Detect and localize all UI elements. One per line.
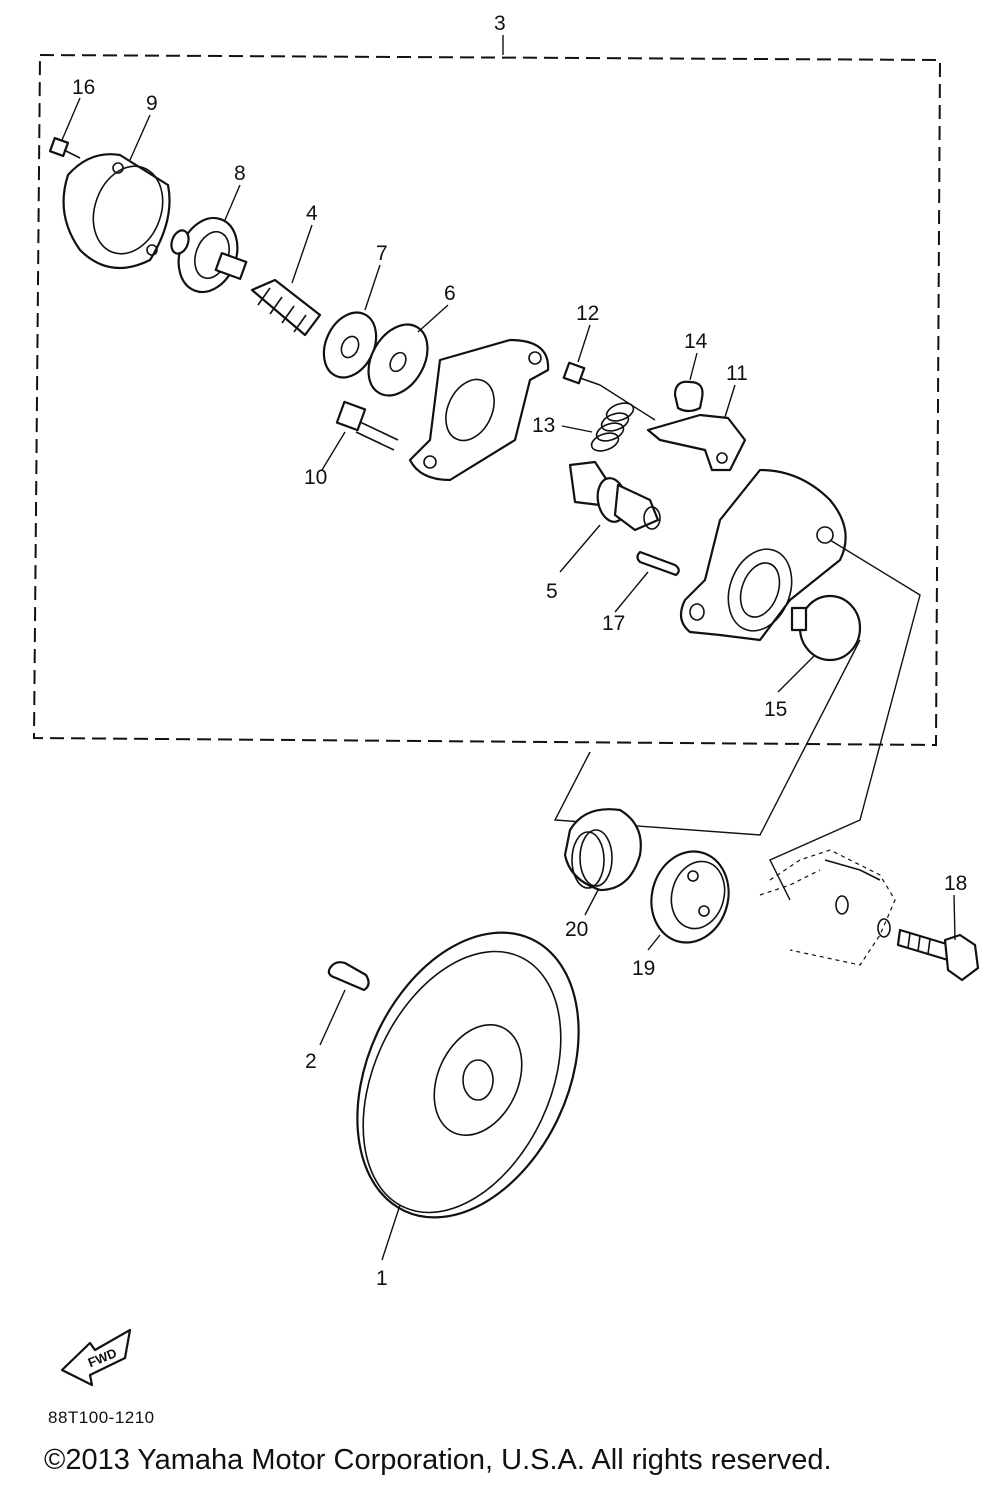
part-engine-case	[759, 849, 896, 966]
reference-lines	[769, 539, 921, 901]
part-1-pulley	[356, 931, 580, 1219]
callout-14: 14	[684, 330, 708, 353]
part-16-bolt	[48, 136, 81, 159]
part-11-lever	[646, 413, 747, 472]
part-12-bolt	[562, 361, 601, 386]
fwd-arrow-icon: FWD	[60, 1328, 132, 1387]
part-20-cap	[563, 808, 642, 892]
callout-15: 15	[764, 698, 787, 721]
callout-20: 20	[565, 918, 588, 941]
part-18-bolt	[896, 928, 980, 982]
callout-5: 5	[546, 580, 558, 603]
callout-8: 8	[234, 162, 246, 185]
part-15-cap	[790, 594, 862, 662]
part-housing	[679, 468, 847, 642]
part-6-washer	[367, 323, 429, 397]
part-4-shaft	[250, 278, 322, 337]
callout-1: 1	[376, 1267, 388, 1290]
part-2-key	[327, 961, 370, 992]
callout-3: 3	[494, 12, 506, 35]
callout-9: 9	[146, 92, 158, 115]
callout-11: 11	[726, 362, 748, 385]
callout-2: 2	[305, 1050, 317, 1073]
callout-18: 18	[944, 872, 967, 895]
part-5-shaft	[568, 460, 661, 532]
callout-6: 6	[444, 282, 456, 305]
callout-16: 16	[72, 76, 95, 99]
part-8-gear	[170, 216, 248, 294]
copyright-notice: ©2013 Yamaha Motor Corporation, U.S.A. A…	[44, 1444, 832, 1476]
callout-17: 17	[602, 612, 625, 635]
part-19-bearing	[650, 850, 730, 944]
part-17-pin	[636, 550, 680, 577]
callout-13: 13	[532, 414, 555, 437]
part-10-bolt	[335, 400, 399, 451]
part-9-cover	[62, 153, 171, 270]
callout-12: 12	[576, 302, 599, 325]
assembly-boundary	[32, 53, 942, 747]
callout-4: 4	[306, 202, 318, 225]
part-housing-plate	[408, 338, 550, 482]
callout-10: 10	[304, 466, 327, 489]
part-13-spring	[590, 402, 635, 452]
diagram-code: 88T100-1210	[48, 1408, 155, 1427]
part-14-cap	[673, 380, 704, 413]
callout-19: 19	[632, 957, 655, 980]
callout-7: 7	[376, 242, 388, 265]
